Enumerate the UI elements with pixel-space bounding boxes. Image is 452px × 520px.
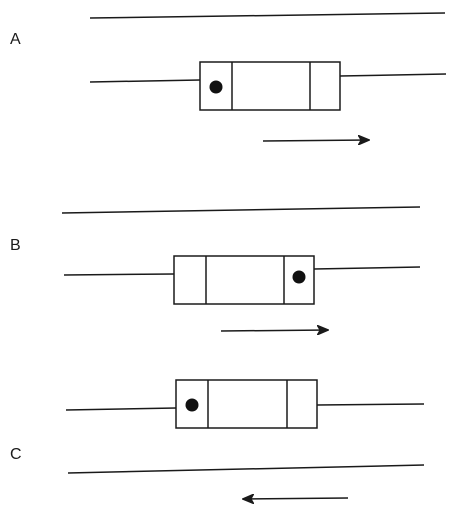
carriage-box (199, 61, 341, 111)
marker-dot (209, 80, 223, 94)
panel-a: A (10, 12, 447, 214)
panel-label: B (10, 237, 21, 254)
panel-label: A (10, 31, 21, 48)
right-wire (339, 73, 447, 77)
panel-b: B (10, 237, 421, 331)
left-wire (65, 407, 177, 411)
bottom-plate-line (61, 206, 421, 214)
panel-c: C (10, 379, 425, 499)
marker-dot (185, 398, 199, 412)
top-plate-line (89, 12, 446, 19)
marker-dot (292, 270, 306, 284)
direction-arrow-left (243, 498, 349, 499)
bottom-plate-line (67, 464, 425, 474)
panel-label: C (10, 446, 22, 463)
left-wire (89, 79, 201, 83)
right-wire (313, 266, 421, 270)
direction-arrow-right (262, 140, 369, 141)
right-wire (316, 403, 425, 406)
left-wire (63, 273, 175, 276)
direction-arrow-right (220, 330, 328, 331)
carriage-box (175, 379, 318, 429)
carriage-box (173, 255, 315, 305)
